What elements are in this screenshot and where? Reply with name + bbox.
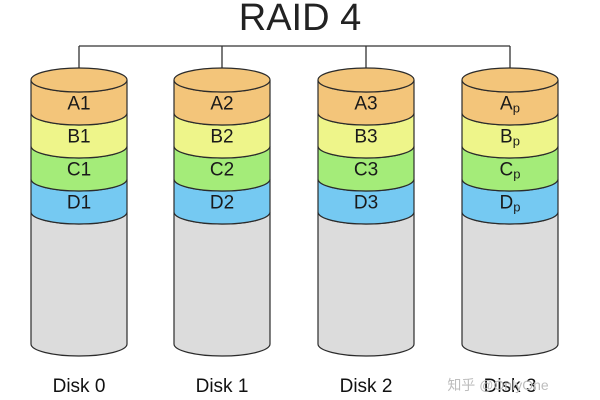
disk-body [30,211,128,357]
block-label: Bp [500,127,520,149]
block-label: C3 [354,160,378,181]
block-label: Ap [500,94,520,116]
disk-name-label: Disk 1 [196,376,249,397]
watermark: 知乎 @OnlyOne [447,377,549,393]
block-label: A3 [354,94,377,115]
block-label: A1 [67,94,90,115]
disk-body [317,211,415,357]
block-label: C2 [210,160,234,181]
block-label: B2 [210,127,233,148]
block-label: B3 [354,127,377,148]
block-label: D2 [210,193,234,214]
block-label: C1 [67,160,91,181]
bus-connector [78,45,511,70]
disk-name-label: Disk 2 [340,376,393,397]
block-label: Cp [500,160,521,182]
diagram-title: RAID 4 [239,0,361,39]
disk-body [173,211,271,357]
block-label: A2 [210,94,233,115]
disk-top-cap [317,67,415,93]
block-label: D3 [354,193,378,214]
disk-name-label: Disk 3 [484,376,537,397]
block-label: Dp [500,193,521,215]
disk-top-cap [461,67,559,93]
block-label: D1 [67,193,91,214]
block-label: B1 [67,127,90,148]
disk-top-cap [173,67,271,93]
disk-top-cap [30,67,128,93]
disk-name-label: Disk 0 [53,376,106,397]
disk-body [461,211,559,357]
